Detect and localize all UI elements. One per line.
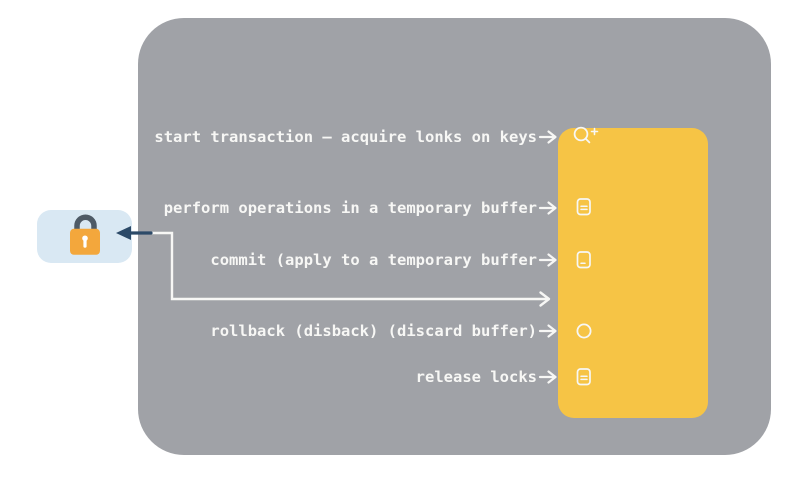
step-label-commit: commit (apply to a temporary buffer <box>210 251 537 269</box>
step-label-start-transaction: start transaction — acquire lonks on key… <box>154 128 537 146</box>
padlock-icon <box>69 214 100 255</box>
step-label-rollback: rollback (disback) (discard buffer) <box>210 322 537 340</box>
step-label-release-locks: release locks <box>415 368 537 386</box>
storage-panel <box>558 128 708 418</box>
step-label-perform-operations: perform operations in a temporary buffer <box>163 199 537 217</box>
lock-card <box>37 210 132 263</box>
